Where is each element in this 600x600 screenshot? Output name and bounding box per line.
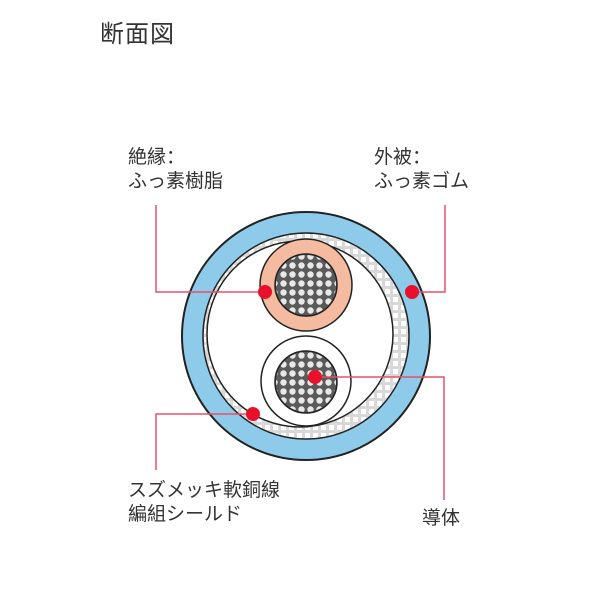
label-insulation-line1: 絶縁： bbox=[128, 146, 186, 168]
page-title: 断面図 bbox=[100, 20, 175, 48]
label-shield: スズメッキ軟銅線 編組シールド bbox=[128, 478, 280, 526]
marker-jacket bbox=[405, 285, 419, 299]
leader-jacket bbox=[412, 205, 446, 293]
label-jacket-line2: ふっ素ゴム bbox=[374, 170, 470, 192]
marker-insulation bbox=[258, 285, 272, 299]
label-insulation-line2: ふっ素樹脂 bbox=[128, 170, 224, 192]
label-shield-line2: 編組シールド bbox=[128, 503, 243, 525]
leader-shield bbox=[155, 413, 253, 470]
leader-conductor bbox=[315, 376, 445, 500]
insulated-conductor-2 bbox=[260, 335, 352, 427]
label-jacket: 外被： ふっ素ゴム bbox=[374, 145, 469, 193]
label-conductor: 導体 bbox=[422, 506, 460, 530]
leader-insulation bbox=[155, 205, 265, 293]
marker-shield bbox=[246, 407, 260, 421]
label-conductor-line1: 導体 bbox=[422, 507, 461, 529]
markers bbox=[246, 285, 419, 421]
leader-lines bbox=[155, 205, 446, 500]
label-shield-line1: スズメッキ軟銅線 bbox=[128, 479, 281, 501]
label-insulation: 絶縁： ふっ素樹脂 bbox=[128, 145, 223, 193]
marker-conductor bbox=[308, 370, 322, 384]
label-jacket-line1: 外被： bbox=[374, 146, 432, 168]
insulated-conductor-1 bbox=[259, 238, 353, 332]
